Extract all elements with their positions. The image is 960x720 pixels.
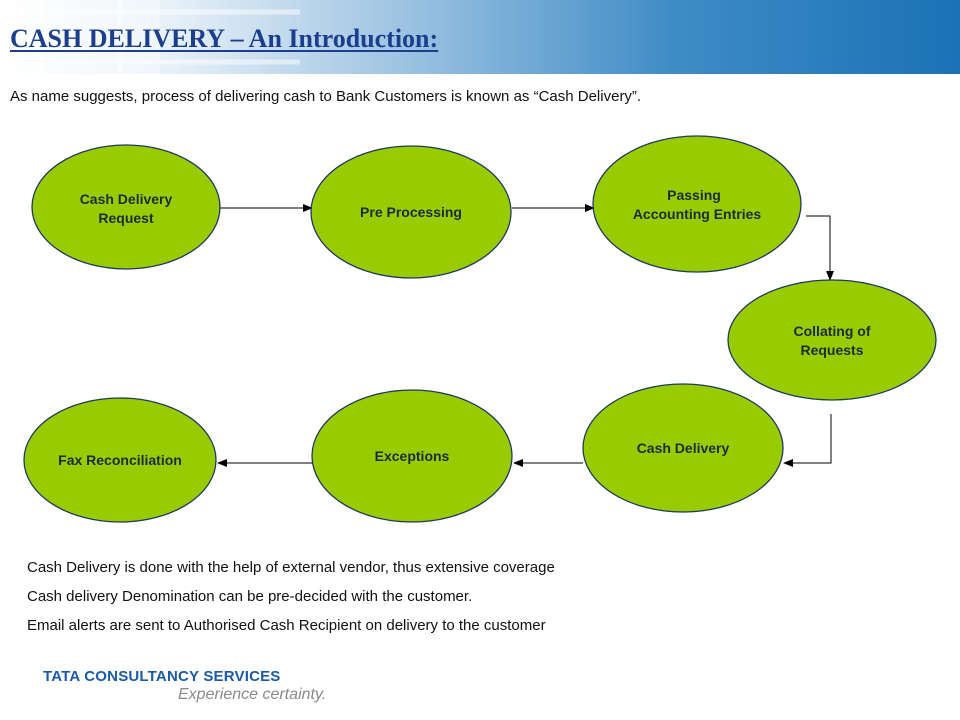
company-logo-text: TATA CONSULTANCY SERVICES: [43, 668, 281, 685]
svg-text:Pre Processing: Pre Processing: [360, 204, 462, 220]
node-label-line: Requests: [800, 342, 863, 358]
company-tagline: Experience certainty.: [178, 686, 327, 703]
intro-text: As name suggests, process of delivering …: [10, 88, 642, 105]
svg-text:Fax Reconciliation: Fax Reconciliation: [58, 452, 182, 468]
node-label-line: Request: [98, 210, 154, 226]
arrow-collating-to-delivery: [783, 414, 832, 467]
notes-list: Cash Delivery is done with the help of e…: [27, 558, 555, 645]
header-decoration: [0, 0, 300, 74]
node-label-line: Collating of: [794, 323, 871, 339]
arrow-accounting-to-collating: [806, 215, 834, 281]
node-pre-processing: Pre Processing: [310, 145, 512, 279]
node-label-line: Exceptions: [375, 448, 450, 464]
slide-title: CASH DELIVERY – An Introduction:: [10, 24, 439, 53]
node-label-line: Fax Reconciliation: [58, 452, 182, 468]
footer-logo: TATA CONSULTANCY SERVICES Experience cer…: [43, 668, 326, 704]
node-fax-reconciliation: Fax Reconciliation: [23, 397, 217, 523]
node-label-line: Cash Delivery: [80, 191, 173, 207]
svg-text:Cash Delivery: Cash Delivery: [637, 440, 730, 456]
node-label-line: Cash Delivery: [637, 440, 730, 456]
node-label-line: Passing: [667, 187, 721, 203]
node-exceptions: Exceptions: [311, 389, 513, 523]
note-item: Email alerts are sent to Authorised Cash…: [27, 617, 546, 634]
node-collating-of-requests: Collating of Requests: [727, 279, 937, 401]
node-cash-delivery: Cash Delivery: [582, 383, 784, 513]
svg-text:Exceptions: Exceptions: [375, 448, 450, 464]
node-label-line: Accounting Entries: [633, 206, 762, 222]
node-label-line: Pre Processing: [360, 204, 462, 220]
note-item: Cash delivery Denomination can be pre-de…: [27, 588, 473, 605]
note-item: Cash Delivery is done with the help of e…: [27, 559, 555, 576]
